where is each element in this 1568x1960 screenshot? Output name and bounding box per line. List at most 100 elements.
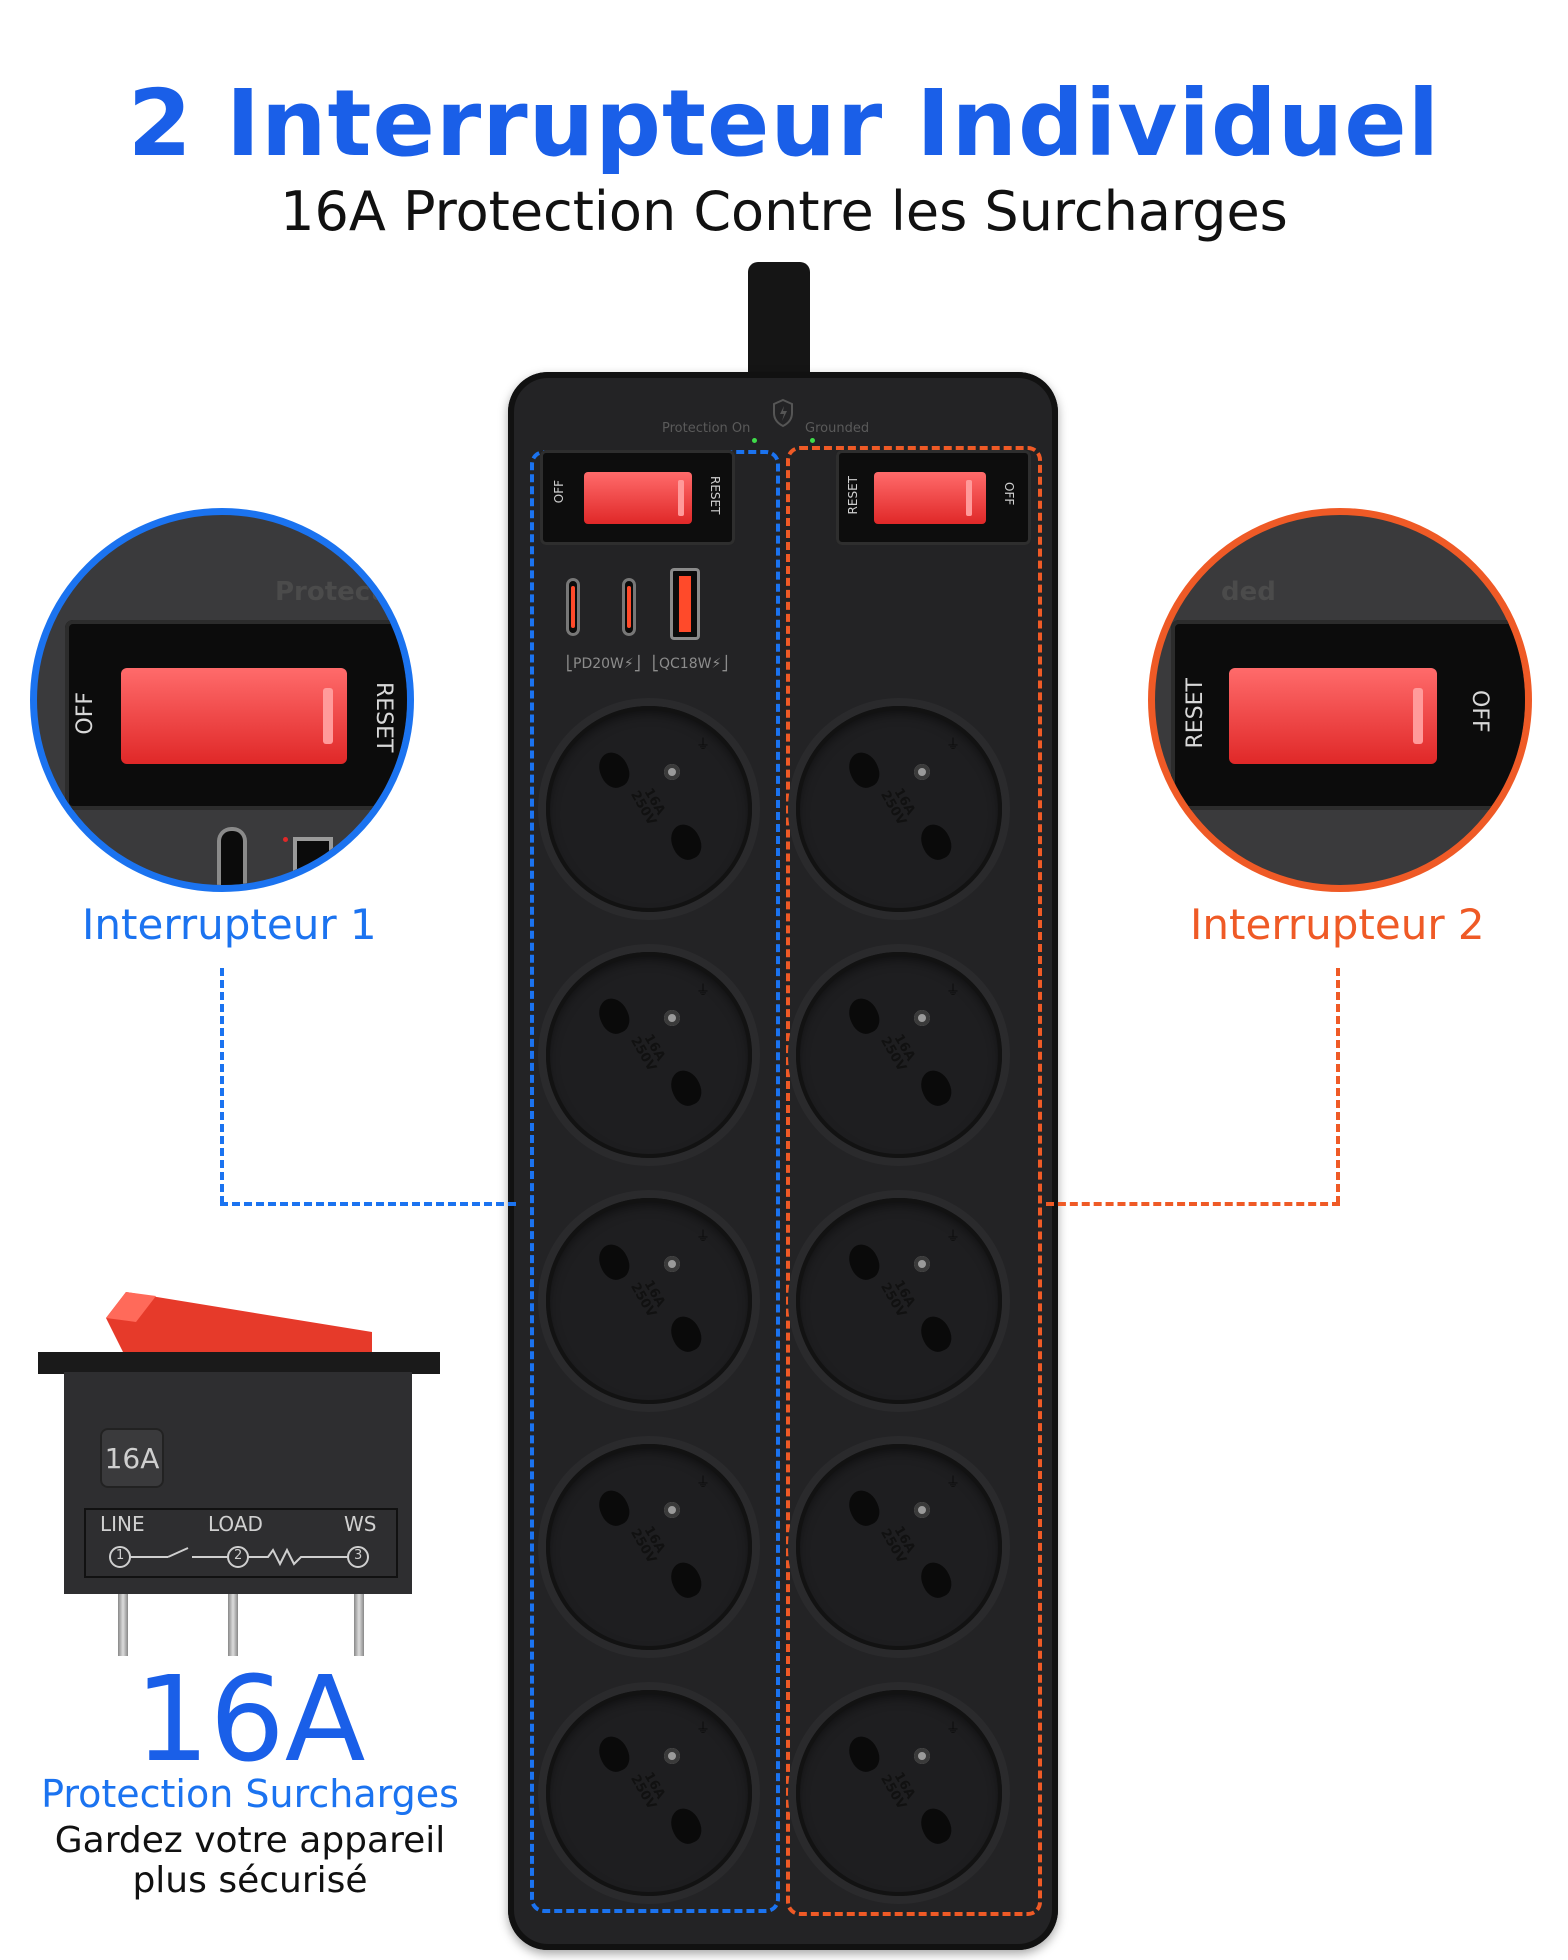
ground-symbol-icon: ⏚: [946, 983, 960, 999]
switch-2-zone: [786, 446, 1042, 1916]
switch-2-zoom-off: OFF: [1467, 690, 1492, 733]
zoom-led: [283, 837, 288, 842]
outlet-ground-pin: [664, 1256, 680, 1272]
usb-c-port-1[interactable]: [566, 578, 580, 636]
breaker-terminal-2: [228, 1594, 238, 1656]
zoom-usb-c: [217, 827, 247, 885]
ground-symbol-icon: ⏚: [946, 1721, 960, 1737]
outlet-live-pin: [593, 747, 635, 793]
switch-1-indicator: [678, 480, 684, 516]
outlet-live-pin: [843, 993, 885, 1039]
connector-1-vertical: [220, 968, 224, 1204]
breaker-diagram-box: [84, 1508, 398, 1578]
interrupteur-2-label: Interrupteur 2: [1190, 900, 1485, 949]
rocker-switch-1[interactable]: OFF RESET: [540, 450, 735, 545]
breaker-pin-3: 3: [354, 1548, 363, 1563]
breaker-terminal-3: [354, 1594, 364, 1656]
switch-1-zoom-indicator: [323, 688, 333, 744]
protection-on-label: Protection On: [662, 421, 751, 436]
ground-symbol-icon: ⏚: [696, 1475, 710, 1491]
switch-2-zoom-rocker: [1229, 668, 1437, 764]
switch-1-zoom-rocker: [121, 668, 347, 764]
connector-1-horizontal: [220, 1202, 516, 1206]
breaker-top-flange: [38, 1352, 440, 1374]
ground-symbol-icon: ⏚: [946, 1475, 960, 1491]
outlet-live-pin: [843, 1239, 885, 1285]
switch-2-off-label: OFF: [1002, 482, 1016, 506]
ground-symbol-icon: ⏚: [946, 737, 960, 753]
protection-headline: Protection Surcharges: [41, 1772, 459, 1816]
outlet-live-pin: [843, 1485, 885, 1531]
outlet-live-pin: [593, 993, 635, 1039]
switch-2-zoom-top-label: ded: [1221, 577, 1276, 607]
switch-2-zoom-indicator: [1413, 688, 1423, 744]
switch-2-zoom: ded RESET OFF: [1148, 508, 1532, 892]
outlet-neutral-pin: [665, 819, 707, 865]
outlet-neutral-pin: [915, 819, 957, 865]
outlet-ground-pin: [914, 1256, 930, 1272]
secure-line-1: Gardez votre appareil: [54, 1820, 446, 1861]
ground-symbol-icon: ⏚: [946, 1229, 960, 1245]
protection-led: [752, 438, 757, 443]
connector-2-horizontal: [1046, 1202, 1340, 1206]
usb-a-port[interactable]: [670, 568, 700, 640]
grounded-led: [810, 438, 815, 443]
outlet-ground-pin: [914, 1748, 930, 1764]
outlet-live-pin: [843, 1731, 885, 1777]
outlet-ground-pin: [914, 1010, 930, 1026]
breaker-pin-1: 1: [116, 1548, 125, 1563]
switch-1-reset-label: RESET: [708, 476, 722, 515]
breaker-terminal-1: [118, 1594, 128, 1656]
page-subtitle: 16A Protection Contre les Surcharges: [280, 180, 1288, 243]
outlet-ground-pin: [914, 1502, 930, 1518]
pd-label: ⎣PD20W⚡⎦: [566, 656, 641, 672]
breaker-circuit-diagram: [108, 1544, 378, 1570]
breaker-ws-label: WS: [344, 1512, 377, 1536]
power-cord: [748, 262, 810, 382]
qc-label: ⎣QC18W⚡⎦: [652, 656, 729, 672]
outlet-neutral-pin: [665, 1065, 707, 1111]
big-16a: 16A: [134, 1650, 366, 1788]
switch-1-zoom-reset: RESET: [371, 682, 396, 753]
outlet-live-pin: [593, 1485, 635, 1531]
outlet-live-pin: [593, 1731, 635, 1777]
switch-1-zoom-top-label: Protecti: [275, 577, 392, 607]
switch-2-zoom-reset: RESET: [1183, 678, 1208, 749]
outlet-ground-pin: [664, 764, 680, 780]
connector-2-vertical: [1336, 968, 1340, 1204]
switch-1-off-label: OFF: [552, 480, 566, 504]
page-title: 2 Interrupteur Individuel: [127, 70, 1441, 177]
outlet-neutral-pin: [915, 1311, 957, 1357]
grounded-label: Grounded: [805, 421, 870, 436]
outlet-neutral-pin: [915, 1557, 957, 1603]
switch-2-indicator: [966, 480, 972, 516]
rocker-switch-2[interactable]: RESET OFF: [836, 450, 1031, 545]
switch-2-reset-label: RESET: [846, 476, 860, 515]
switch-1-zoom: Protecti OFF RESET: [30, 508, 414, 892]
breaker-load-label: LOAD: [208, 1512, 263, 1536]
outlet-neutral-pin: [665, 1311, 707, 1357]
usb-c-port-2[interactable]: [622, 578, 636, 636]
switch-2-zoom-housing: RESET OFF: [1171, 620, 1525, 810]
breaker-rocker: [96, 1288, 376, 1374]
switch-1-rocker[interactable]: [584, 472, 692, 524]
outlet-neutral-pin: [665, 1803, 707, 1849]
